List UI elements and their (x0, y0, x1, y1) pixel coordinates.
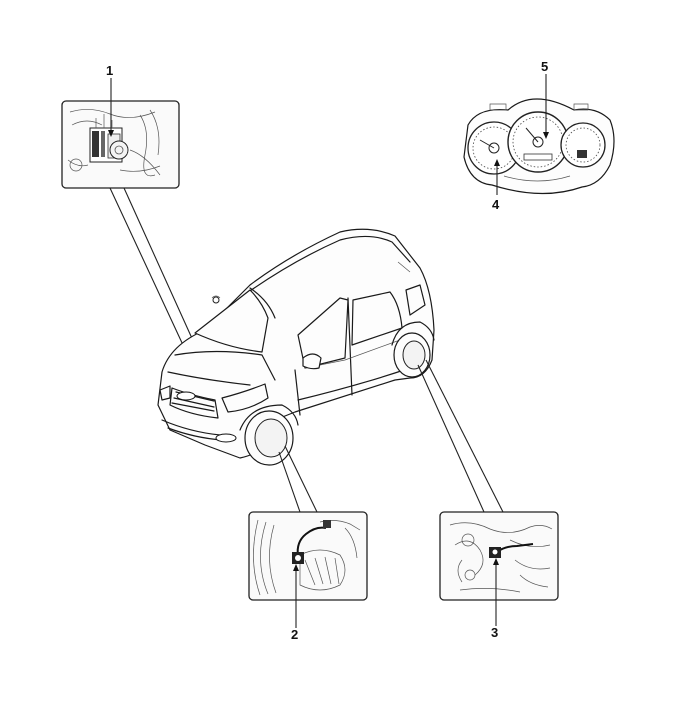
vehicle-illustration (157, 228, 435, 466)
callout-5-label: 5 (541, 59, 548, 74)
inset-rear-wheel-sensor: 3 (417, 359, 559, 640)
callout-1-label: 1 (106, 63, 113, 78)
inset-abs-module: 1 (61, 63, 196, 346)
callout-2-label: 2 (291, 627, 298, 642)
callout-3-label: 3 (491, 625, 498, 640)
inset-frame-2 (248, 511, 368, 601)
instrument-cluster: 5 4 (463, 59, 615, 212)
callout-4-label: 4 (492, 197, 500, 212)
inset-front-wheel-sensor: 2 (248, 445, 368, 642)
